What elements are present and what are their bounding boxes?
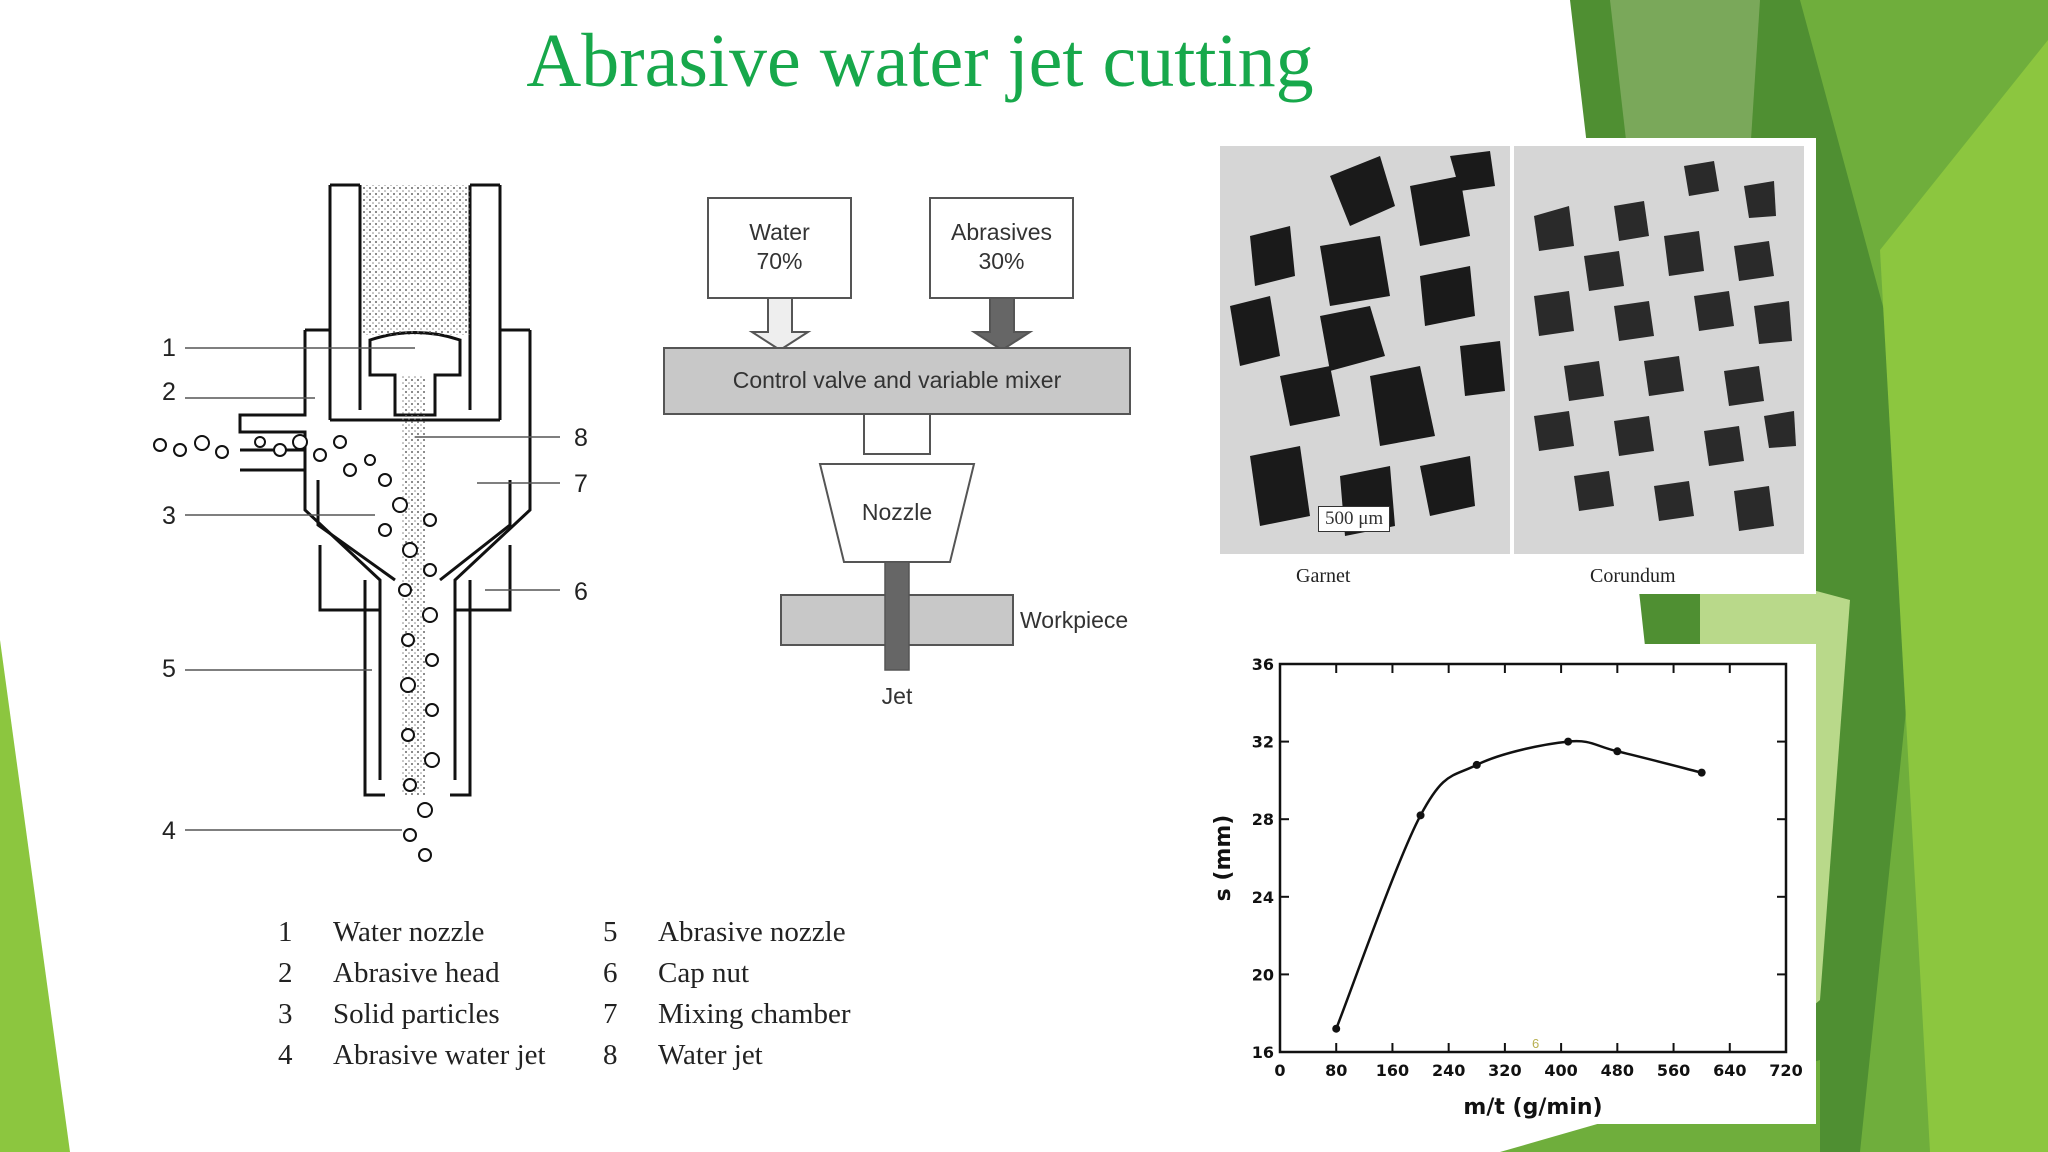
jet-stream: [884, 561, 910, 671]
callout-7: 7: [574, 470, 588, 498]
legend-num: 8: [603, 1039, 618, 1071]
x-tick-label: 160: [1376, 1061, 1409, 1080]
legend-num: 4: [278, 1039, 293, 1071]
x-axis-label: m/t (g/min): [1463, 1095, 1602, 1120]
water-column: [362, 185, 470, 335]
legend-num: 2: [278, 957, 293, 989]
legend-num: 6: [603, 957, 618, 989]
callout-lines: [185, 347, 560, 831]
callout-6: 6: [574, 578, 588, 606]
mixer-pipe: [863, 413, 931, 455]
line-chart: 0 80 160 240 320 400 480 560 640 720 16 20 24 28 32 36 m…: [1211, 655, 1803, 1120]
callout-5: 5: [162, 655, 176, 683]
legend-text: Water jet: [658, 1039, 763, 1071]
legend-num: 1: [278, 916, 293, 948]
callout-2: 2: [162, 378, 176, 406]
x-tick-label: 720: [1769, 1061, 1802, 1080]
chart-panel: 0 80 160 240 320 400 480 560 640 720 16 20 24 28 32 36 m…: [1200, 644, 1816, 1124]
legend-text: Abrasive water jet: [333, 1039, 546, 1071]
garnet-caption: Garnet: [1296, 565, 1351, 587]
garnet-photo: [1220, 146, 1510, 554]
data-point: [1564, 737, 1573, 746]
x-tick-label: 80: [1325, 1061, 1347, 1080]
abrasives-arrow-icon: [970, 297, 1034, 352]
x-tick-label: 320: [1488, 1061, 1521, 1080]
nozzle-diagram: [153, 183, 560, 862]
abrasives-label: Abrasives: [951, 219, 1052, 245]
water-arrow-icon: [748, 297, 812, 352]
x-tick-label: 400: [1544, 1061, 1577, 1080]
slide-title: Abrasive water jet cutting: [526, 19, 1314, 103]
x-tick-label: 240: [1432, 1061, 1465, 1080]
legend-row: 4 Abrasive water jet 8 Water jet: [278, 1039, 850, 1080]
nozzle-label: Nozzle: [861, 499, 933, 525]
x-tick-label: 640: [1713, 1061, 1746, 1080]
nozzle-shape: [818, 463, 976, 563]
callout-8: 8: [574, 424, 588, 452]
legend-row: 3 Solid particles 7 Mixing chamber: [278, 998, 850, 1039]
legend-text: Water nozzle: [333, 916, 485, 948]
y-tick-label: 16: [1252, 1043, 1274, 1062]
corundum-caption: Corundum: [1590, 565, 1676, 587]
water-label-box: Water 70%: [708, 218, 851, 276]
data-point: [1613, 747, 1622, 756]
mixer-label: Control valve and variable mixer: [732, 367, 1062, 393]
y-axis-label: s (mm): [1211, 815, 1236, 902]
x-tick-label: 560: [1657, 1061, 1690, 1080]
y-tick-label: 28: [1252, 810, 1274, 829]
abrasives-label-box: Abrasives 30%: [930, 218, 1073, 276]
nozzle-legend: 1 Water nozzle 5 Abrasive nozzle 2 Abras…: [278, 916, 850, 1080]
data-point: [1332, 1024, 1341, 1033]
scale-bar-label: 500 μm: [1318, 506, 1391, 532]
y-tick-label: 24: [1252, 888, 1274, 907]
abrasive-particles: [153, 434, 440, 862]
page-number: 6: [1532, 1036, 1540, 1051]
legend-text: Solid particles: [333, 998, 500, 1030]
y-tick-label: 32: [1252, 733, 1274, 752]
legend-text: Abrasive head: [333, 957, 500, 989]
legend-num: 7: [603, 998, 618, 1030]
legend-num: 5: [603, 916, 618, 948]
y-tick-label: 20: [1252, 965, 1274, 984]
legend-text: Abrasive nozzle: [658, 916, 846, 948]
series-line: [1335, 739, 1702, 1030]
green-shape-left: [0, 640, 70, 1152]
legend-row: 2 Abrasive head 6 Cap nut: [278, 957, 850, 998]
green-shape-bright: [1880, 40, 2048, 1152]
legend-num: 3: [278, 998, 293, 1030]
legend-row: 1 Water nozzle 5 Abrasive nozzle: [278, 916, 850, 957]
water-box: [707, 197, 852, 299]
water-percent: 70%: [756, 248, 803, 274]
data-point: [1697, 768, 1706, 777]
jet-label: Jet: [881, 683, 913, 709]
y-tick-label: 36: [1252, 655, 1274, 674]
callout-3: 3: [162, 502, 176, 530]
abrasive-photos-panel: 500 μm Garnet Corundum: [1200, 138, 1816, 594]
flow-diagram: [663, 197, 1131, 671]
plot-frame: [1278, 662, 1788, 1054]
callout-1: 1: [162, 334, 176, 362]
abrasives-percent: 30%: [978, 248, 1025, 274]
callout-4: 4: [162, 817, 176, 845]
data-point: [1472, 760, 1481, 769]
water-label: Water: [749, 219, 810, 245]
mixer-box: [663, 347, 1131, 415]
legend-text: Mixing chamber: [658, 998, 851, 1030]
corundum-photo: [1514, 146, 1804, 554]
x-tick-label: 480: [1601, 1061, 1634, 1080]
x-tick-label: 0: [1274, 1061, 1285, 1080]
legend-text: Cap nut: [658, 957, 750, 989]
workpiece-label: Workpiece: [1020, 607, 1129, 633]
data-point: [1416, 811, 1425, 820]
